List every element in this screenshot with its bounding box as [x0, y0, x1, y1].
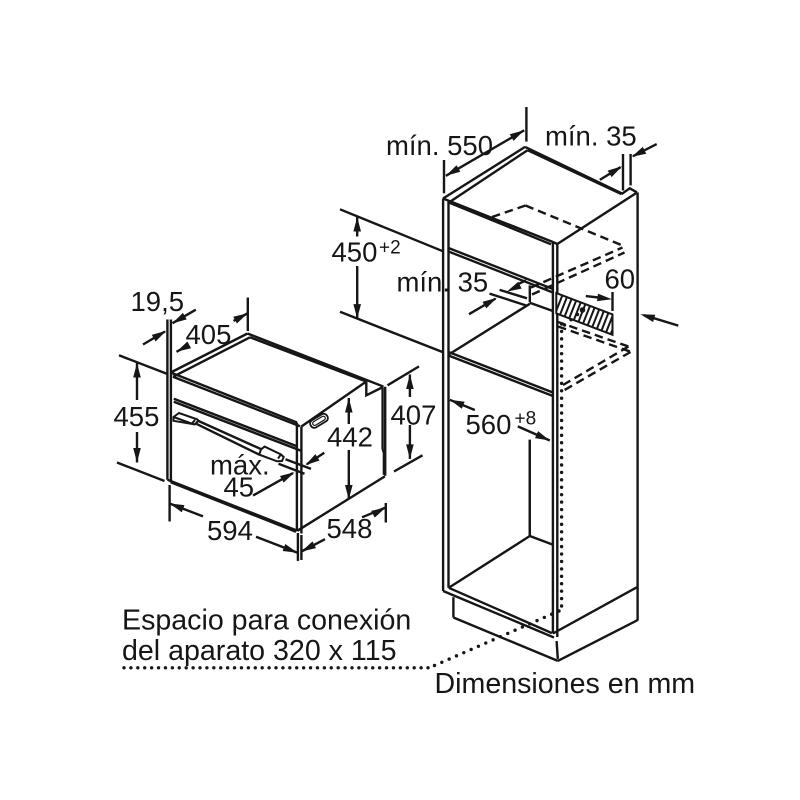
svg-text:mín. 35: mín. 35 — [545, 121, 637, 152]
svg-text:Espacio para conexión: Espacio para conexión — [122, 605, 411, 637]
svg-text:450: 450 — [332, 237, 378, 268]
svg-text:407: 407 — [391, 400, 437, 431]
svg-text:455: 455 — [114, 401, 160, 432]
svg-text:+8: +8 — [515, 409, 537, 430]
svg-text:máx.: máx. — [210, 450, 270, 481]
svg-text:60: 60 — [605, 264, 636, 295]
svg-text:19,5: 19,5 — [131, 286, 185, 317]
svg-text:45: 45 — [224, 472, 255, 503]
svg-text:+2: +2 — [379, 238, 401, 259]
svg-text:548: 548 — [327, 513, 373, 544]
svg-text:del aparato 320 x 115: del aparato 320 x 115 — [122, 635, 397, 667]
svg-text:mín. 35: mín. 35 — [397, 267, 489, 298]
svg-text:594: 594 — [207, 515, 253, 546]
svg-text:560: 560 — [466, 409, 512, 440]
svg-text:442: 442 — [327, 421, 373, 452]
svg-text:mín. 550: mín. 550 — [386, 130, 493, 161]
svg-text:405: 405 — [186, 319, 232, 350]
svg-text:Dimensiones en mm: Dimensiones en mm — [435, 668, 696, 700]
